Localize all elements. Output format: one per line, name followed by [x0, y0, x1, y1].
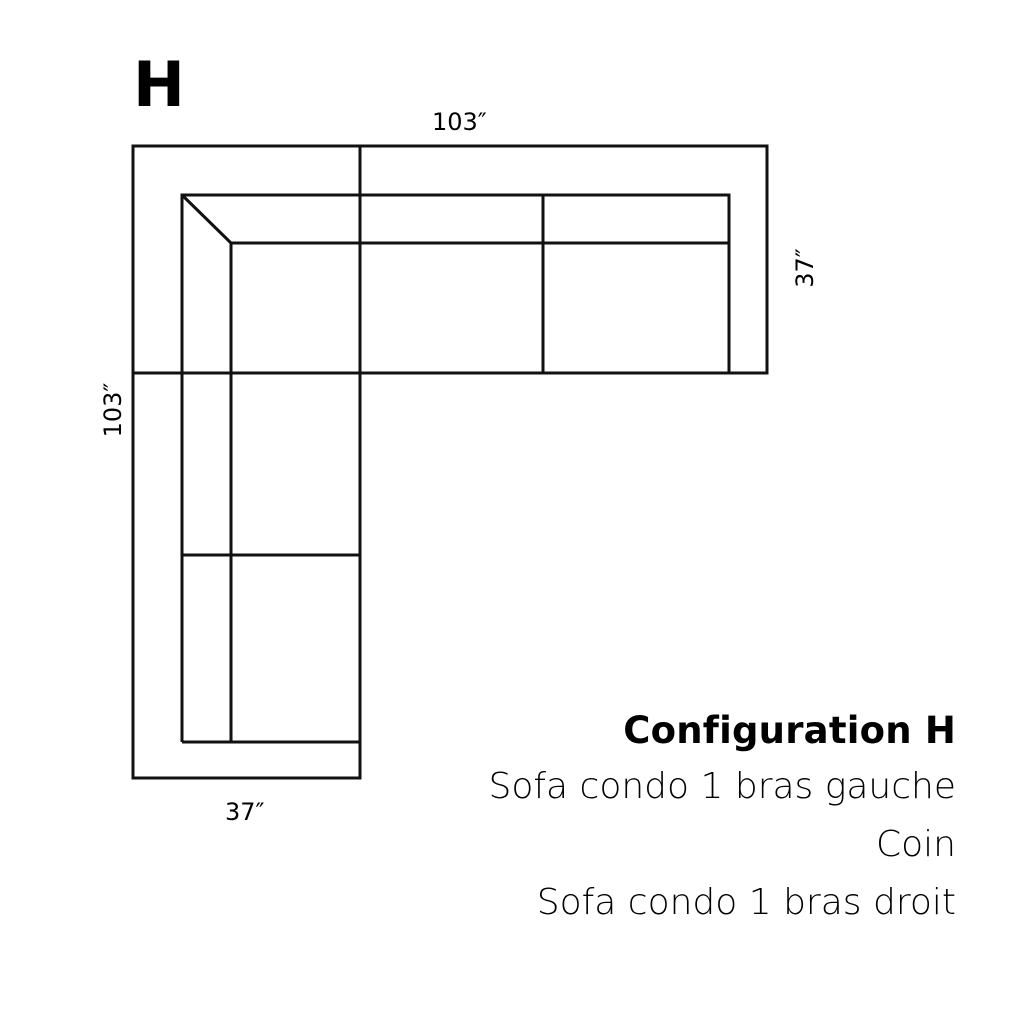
corner-diagonal	[180, 193, 233, 245]
caption-item-right-sofa: Sofa condo 1 bras droit	[536, 882, 956, 923]
dimension-right-depth: 37″	[791, 248, 819, 288]
dimension-top-width: 103″	[432, 108, 487, 136]
caption-item-corner: Coin	[876, 824, 956, 865]
configuration-letter: H	[133, 48, 185, 121]
inner-outline	[180, 193, 731, 742]
caption-item-left-sofa: Sofa condo 1 bras gauche	[488, 766, 956, 807]
caption-title: Configuration H	[623, 709, 956, 752]
configuration-caption: Configuration H Sofa condo 1 bras gauche…	[488, 703, 956, 932]
dimension-bottom-depth: 37″	[225, 798, 265, 826]
dimension-left-length: 103″	[99, 382, 127, 438]
